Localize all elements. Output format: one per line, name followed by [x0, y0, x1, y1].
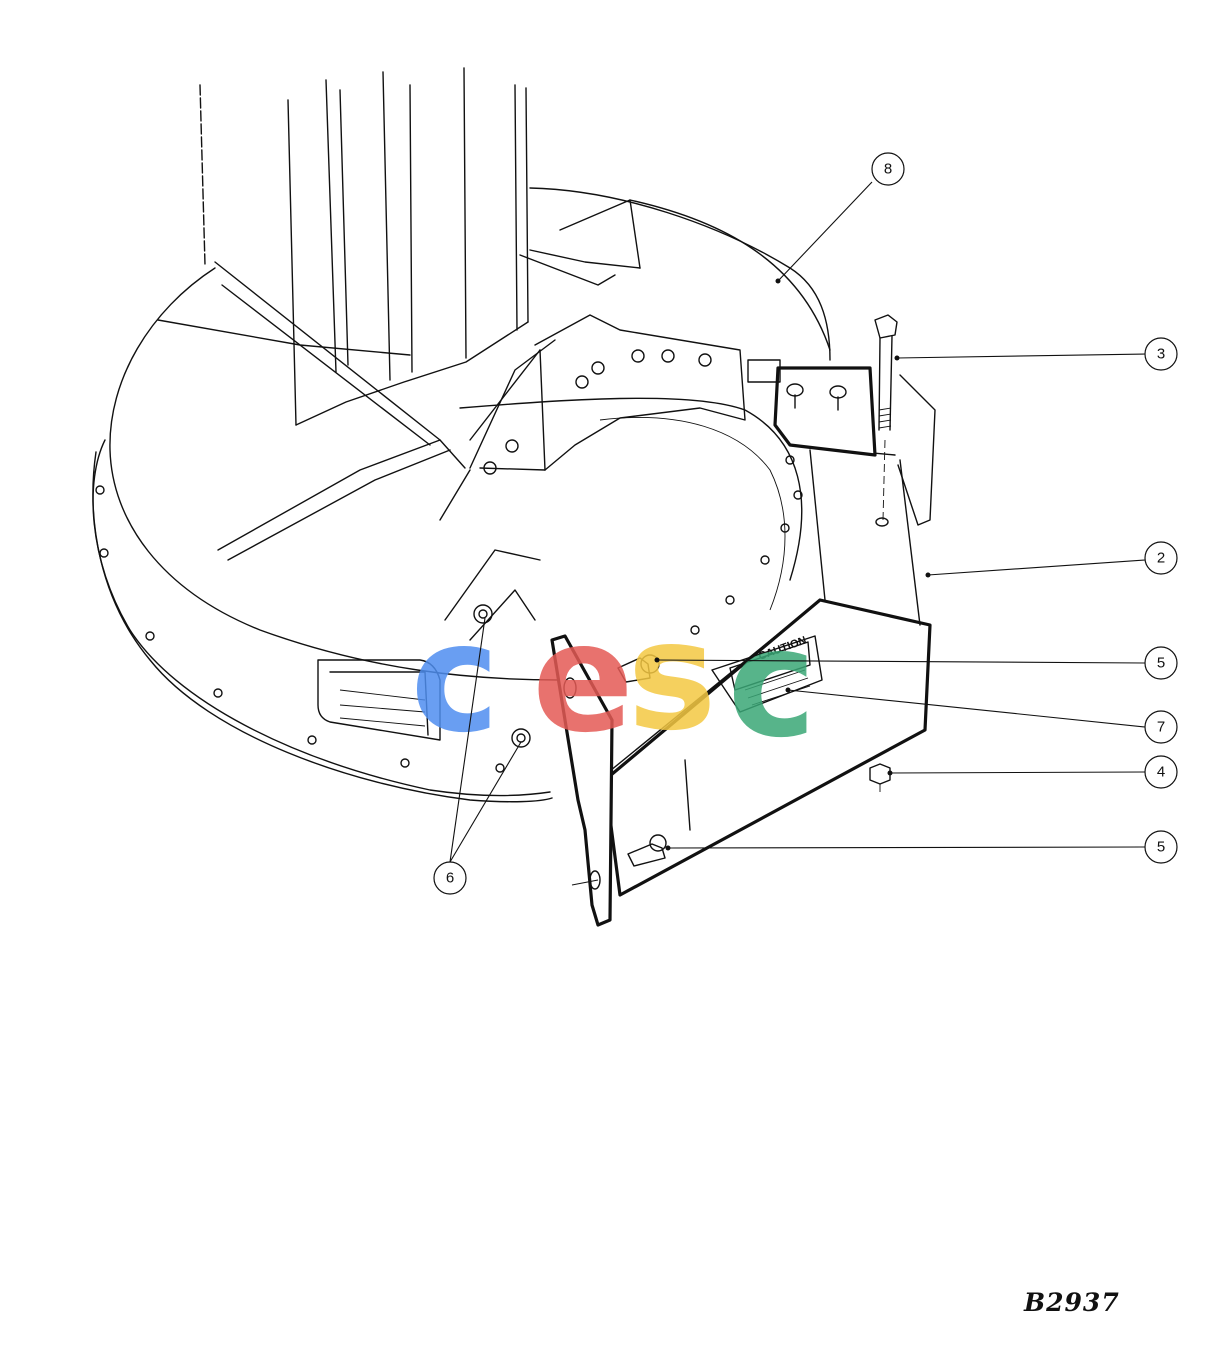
callout-label-4: 4: [1157, 764, 1165, 781]
callout-3: 3: [1144, 337, 1178, 371]
watermark: c e s c: [411, 590, 817, 771]
mast-column: [199, 67, 529, 426]
radial-arms: [157, 199, 641, 641]
side-plate: [550, 634, 614, 927]
bolt-part-3: [874, 314, 898, 527]
callout-7: 7: [1144, 710, 1178, 744]
callout-8: 8: [871, 152, 905, 186]
flange-bolts: [95, 455, 803, 773]
callout-label-3: 3: [1157, 346, 1165, 363]
leader-lines: [449, 181, 1146, 863]
callout-5-lower: 5: [1144, 830, 1178, 864]
callout-6: 6: [433, 861, 467, 895]
watermark-letter: e: [532, 592, 634, 766]
screws-part-5: [617, 654, 667, 867]
callout-label-7: 7: [1157, 719, 1165, 736]
callout-4: 4: [1144, 755, 1178, 789]
callout-label-6: 6: [446, 870, 454, 887]
watermark-letter: s: [627, 590, 716, 764]
guard-housing: [603, 374, 936, 897]
gusset-plate: [469, 314, 746, 475]
callout-label-2: 2: [1157, 550, 1165, 567]
watermark-letter: c: [411, 592, 500, 766]
callout-5-upper: 5: [1144, 646, 1178, 680]
callout-label-5-lower: 5: [1157, 839, 1165, 856]
watermark-letter: c: [728, 597, 817, 771]
mounting-bracket: [747, 359, 877, 457]
callout-label-8: 8: [884, 161, 892, 178]
callout-2: 2: [1144, 541, 1178, 575]
nut-part-4: [869, 763, 891, 792]
handle-grip: [317, 659, 441, 741]
callout-label-5-upper: 5: [1157, 655, 1165, 672]
drawing-number: B2937: [1024, 1288, 1120, 1317]
